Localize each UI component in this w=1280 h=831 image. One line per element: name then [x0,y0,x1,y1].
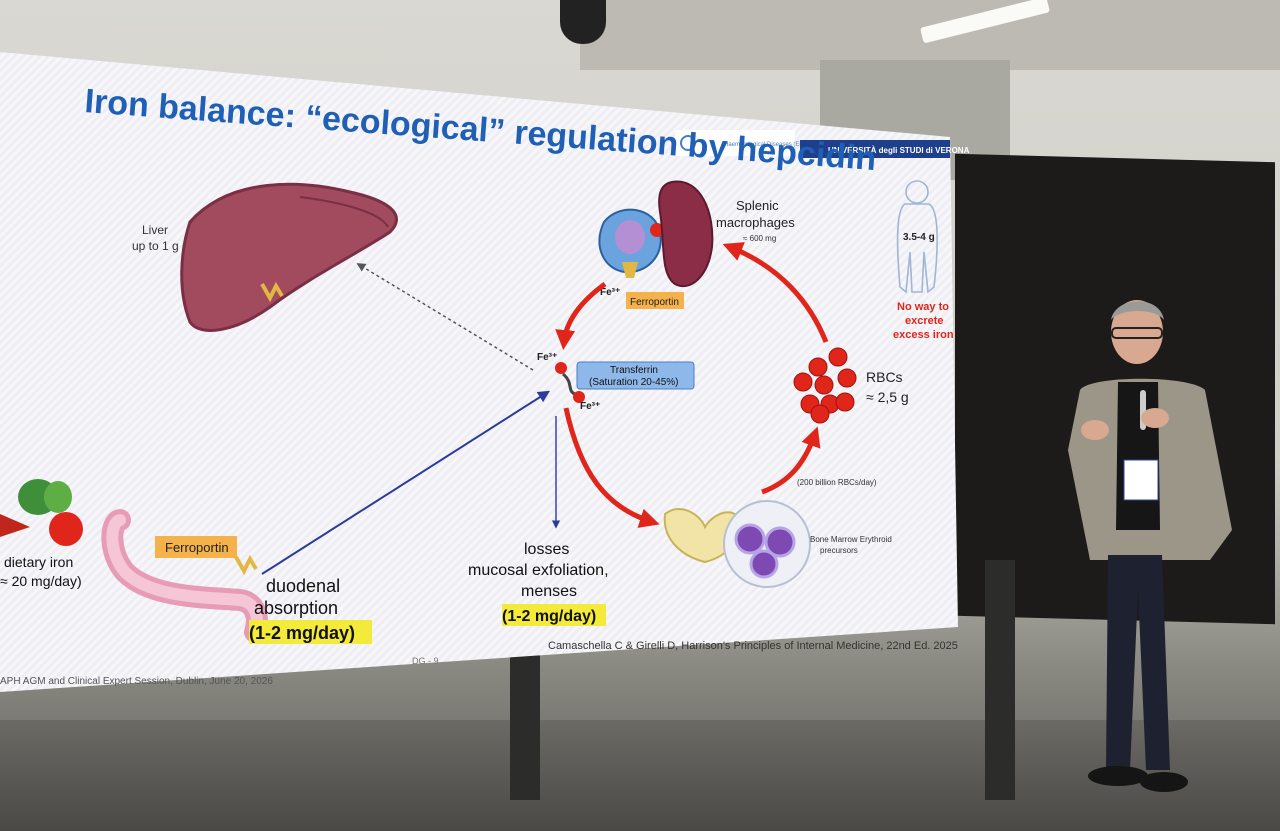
presenter-left-hand [1081,420,1109,440]
citation: Camaschella C & Girelli D, Harrison's Pr… [548,640,958,652]
dietary-iron-amount: ≈ 20 mg/day) [0,573,82,589]
human-body-outline [896,180,938,294]
transferrin-saturation: (Saturation 20-45%) [589,377,679,388]
no-way-text-1: No way to [897,301,949,313]
transferrin-iron-2 [573,391,585,403]
liver-illustration [180,182,398,332]
floor [0,720,1280,831]
losses-amount: (1-2 mg/day) [502,608,596,625]
presenter [1068,300,1232,792]
losses-mucosal: mucosal exfoliation, [468,562,609,579]
liver-label: Liver [142,223,168,237]
erythroid-cell-2 [764,526,796,558]
presenter-head [1111,300,1163,364]
verona-logo-box [800,140,950,158]
marrow-label-1: Bone Marrow Erythroid [810,535,892,544]
no-way-text-3: excess iron [893,329,954,341]
vegetables-illustration [0,479,83,546]
absorption-highlight [249,620,372,644]
duodenal-label: duodenal [266,576,340,596]
transferrin-box [576,361,695,390]
slide: Haematological Diseases (ERN EuroBloodNe… [0,52,970,692]
dotted-arrow-to-liver [356,263,534,371]
ern-logo-text: Haematological Diseases (ERN EuroBloodNe… [724,142,849,148]
splenic-label: Splenic [736,198,779,213]
rbc-production-rate: (200 billion RBCs/day) [797,478,877,487]
projection-screen: Haematological Diseases (ERN EuroBloodNe… [0,52,1280,712]
fe-mid-label-2: Fe³⁺ [580,401,600,412]
ern-logo-icon [680,135,696,151]
ferroportin-top-box [626,292,684,309]
presenter-hair [1111,301,1164,320]
absorption-label: absorption [254,598,338,618]
absorption-amount: (1-2 mg/day) [249,623,355,643]
losses-menses: menses [521,583,577,600]
presenter-left-shoe [1088,766,1148,786]
footer-event: APH AGM and Clinical Expert Session, Dub… [0,676,273,687]
losses-label: losses [524,541,569,558]
losses-highlight [502,604,606,626]
rbcs-label: RBCs [866,369,903,385]
presenter-badge [1123,459,1159,501]
arrow-transferrin-to-marrow [563,407,660,528]
ferroportin-top-label: Ferroportin [630,297,679,308]
erythroid-cell-1 [734,523,766,555]
screen-stand-right [985,560,1015,800]
splenic-amount: ≈ 600 mg [743,234,776,243]
verona-logo-text: UNIVERSITÀ degli STUDI di VERONA [828,146,970,155]
ferroportin-gut-box [155,536,237,558]
spleen-illustration [658,180,714,288]
transferrin-label: Transferrin [610,365,658,376]
enterocyte-ferroportin [234,554,258,576]
fe-mid-label: Fe³⁺ [537,352,557,363]
ferroportin-gut-label: Ferroportin [165,540,229,555]
presenter-trousers [1106,555,1170,770]
dietary-iron-label: dietary iron [4,554,73,570]
rbcs-amount: ≈ 2,5 g [866,389,909,405]
rbc-cluster [793,347,857,424]
liver-amount: up to 1 g [132,239,179,253]
erythroid-cell-3 [749,549,779,579]
body-iron-amount: 3.5-4 g [903,232,935,243]
arrow-spleen-to-transferrin [555,281,607,350]
splenic-label-2: macrophages [716,215,795,230]
arrow-rbc-to-spleen [722,242,829,343]
fe-top-label: Fe³⁺ [600,287,620,298]
gallbladder [260,281,284,303]
transferrin-iron-1 [555,362,567,374]
presenter-glasses [1111,327,1163,339]
arrow-absorption [261,390,551,575]
presenter-right-hand [1141,408,1169,428]
ceiling-camera [560,0,606,44]
marrow-label-2: precursors [820,546,858,555]
arrow-marrow-to-rbc [761,426,821,495]
presenter-right-shoe [1140,772,1188,792]
no-way-text-2: excrete [905,315,944,327]
presenter-shirt [1116,382,1160,530]
footer-page-number: DG - 9 [412,656,439,666]
